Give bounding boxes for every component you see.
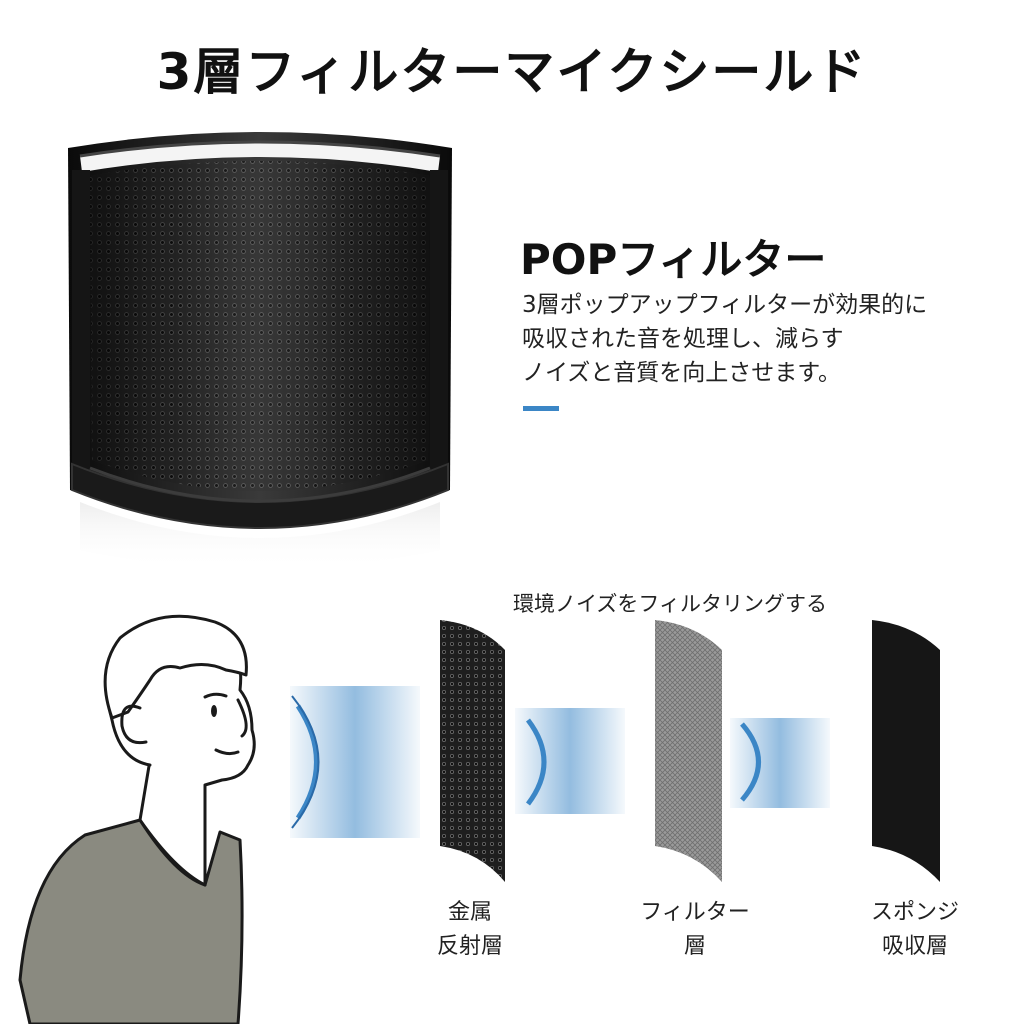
metal-layer-swatch bbox=[440, 620, 505, 882]
sponge-layer-swatch bbox=[872, 620, 940, 882]
pop-filter-product-image bbox=[68, 132, 452, 570]
filter-layer-swatch bbox=[655, 620, 722, 882]
description-line: 3層ポップアップフィルターが効果的に bbox=[522, 292, 928, 318]
layer-label-line: スポンジ bbox=[870, 900, 959, 925]
layer-label-sponge: スポンジ 吸収層 bbox=[850, 896, 980, 964]
layer-label-line: フィルター bbox=[640, 900, 750, 925]
layer-label-line: 反射層 bbox=[436, 934, 503, 959]
description-line: 吸収された音を処理し、減らす bbox=[522, 326, 844, 352]
description-line: ノイズと音質を向上させます。 bbox=[522, 360, 842, 386]
diagram-label: 環境ノイズをフィルタリングする bbox=[513, 592, 827, 616]
sound-wave-2 bbox=[515, 708, 625, 814]
feature-description: 3層ポップアップフィルターが効果的に 吸収された音を処理し、減らす ノイズと音質… bbox=[522, 288, 1002, 390]
layer-label-line: 金属 bbox=[447, 900, 492, 925]
feature-heading: POPフィルター bbox=[520, 235, 827, 284]
person-illustration bbox=[18, 614, 256, 1024]
filter-layers-diagram bbox=[18, 614, 940, 1024]
layer-label-line: 吸収層 bbox=[881, 934, 948, 959]
layer-label-line: 層 bbox=[683, 934, 706, 959]
layer-label-metal: 金属 反射層 bbox=[420, 896, 520, 964]
sound-wave-3 bbox=[730, 718, 830, 808]
accent-divider bbox=[523, 406, 559, 411]
sound-wave-1 bbox=[290, 686, 420, 838]
layer-label-filter: フィルター 層 bbox=[625, 896, 765, 964]
page-title: 3層フィルターマイクシールド bbox=[156, 43, 868, 101]
